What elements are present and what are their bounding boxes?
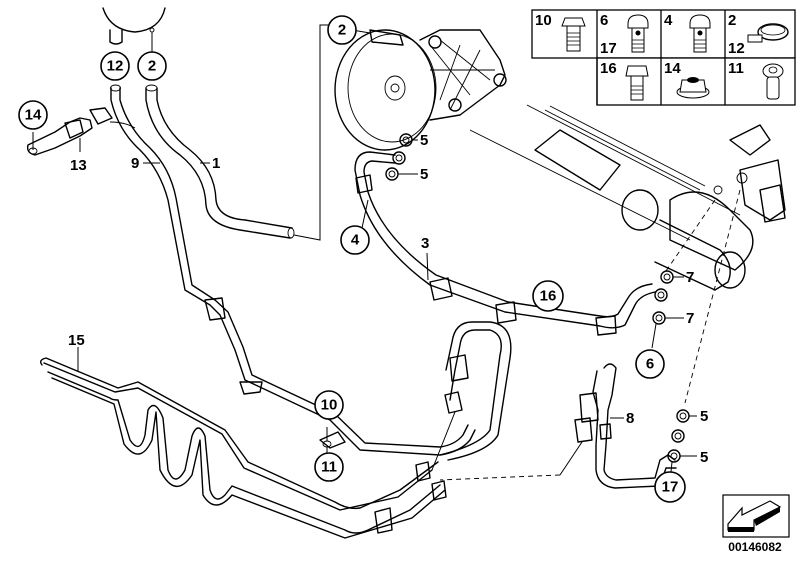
svg-text:10: 10	[535, 12, 552, 29]
return-hose-8	[439, 363, 677, 489]
hex-bolt-icon	[561, 17, 586, 52]
svg-text:1: 1	[212, 155, 220, 172]
callout-6: 6	[635, 349, 665, 379]
cooler-coil-15	[39, 347, 447, 539]
steering-rack	[469, 104, 786, 291]
svg-text:17: 17	[600, 40, 617, 57]
svg-text:17: 17	[662, 479, 679, 496]
callout-5-upper: 5	[420, 132, 428, 149]
callout-7-lower: 7	[686, 310, 694, 327]
hardware-table: 10 6 17 4	[531, 9, 796, 106]
flange-nut-icon	[676, 77, 710, 99]
hardware-cell-6-17: 6 17	[600, 12, 649, 57]
callout-17: 17	[654, 471, 686, 503]
svg-text:16: 16	[600, 60, 617, 77]
callout-15: 15	[68, 332, 85, 349]
callout-12: 12	[100, 51, 130, 81]
pressure-hose-3	[354, 151, 656, 336]
callout-9: 9	[131, 155, 160, 172]
svg-text:12: 12	[728, 40, 745, 57]
callout-2-pump: 2	[327, 15, 357, 45]
callout-5-lower: 5	[420, 166, 428, 183]
svg-text:4: 4	[664, 12, 673, 29]
callout-2-top-left: 2	[137, 51, 167, 81]
hardware-cell-14: 14	[664, 60, 710, 99]
svg-text:14: 14	[664, 60, 681, 77]
power-steering-pump	[334, 29, 507, 151]
svg-text:4: 4	[351, 232, 360, 249]
hardware-cell-16: 16	[600, 60, 649, 101]
hardware-cell-11: 11	[728, 60, 784, 100]
seal-rings-rack	[651, 189, 741, 404]
callout-1: 1	[200, 155, 220, 172]
svg-text:2: 2	[728, 12, 736, 29]
svg-text:2: 2	[148, 58, 156, 75]
banjo-bolt-icon	[689, 14, 711, 53]
hardware-cell-10: 10	[535, 12, 586, 52]
cooler-feed-hose	[431, 321, 512, 471]
callout-16: 16	[532, 280, 564, 312]
seal-rings-return	[667, 409, 697, 473]
callout-11: 11	[314, 452, 344, 482]
direction-arrow-icon	[727, 500, 782, 532]
svg-text:6: 6	[600, 12, 608, 29]
callout-8: 8	[626, 410, 634, 427]
hardware-cell-4: 4	[664, 12, 711, 53]
callout-13: 13	[70, 157, 87, 174]
hose-1	[145, 24, 328, 241]
fluid-reservoir	[102, 7, 166, 56]
rivet-nut-icon	[762, 63, 784, 100]
svg-text:11: 11	[321, 459, 337, 476]
svg-text:6: 6	[646, 356, 654, 373]
hex-bolt-icon	[625, 65, 649, 101]
svg-text:10: 10	[321, 397, 338, 414]
svg-text:9: 9	[131, 155, 139, 172]
callout-5-return-lower: 5	[700, 449, 708, 466]
hose-clamp-icon	[747, 23, 789, 43]
svg-text:12: 12	[107, 58, 124, 75]
svg-text:16: 16	[540, 288, 557, 305]
svg-text:11: 11	[728, 60, 744, 77]
seal-rings-pump	[385, 133, 418, 181]
callout-7-upper: 7	[686, 269, 694, 286]
callout-3: 3	[421, 235, 429, 252]
reference-number: 00146082	[728, 540, 782, 554]
bracket-clip-13	[26, 107, 136, 156]
callout-5-return-upper: 5	[700, 408, 708, 425]
svg-text:2: 2	[338, 22, 346, 39]
hardware-cell-2-12: 2 12	[728, 12, 789, 57]
direction-arrow-box	[722, 494, 790, 538]
banjo-bolt-icon	[627, 14, 649, 53]
svg-text:14: 14	[25, 107, 42, 124]
callout-4: 4	[340, 225, 370, 255]
callout-10: 10	[314, 390, 344, 420]
callout-14: 14	[18, 100, 48, 130]
